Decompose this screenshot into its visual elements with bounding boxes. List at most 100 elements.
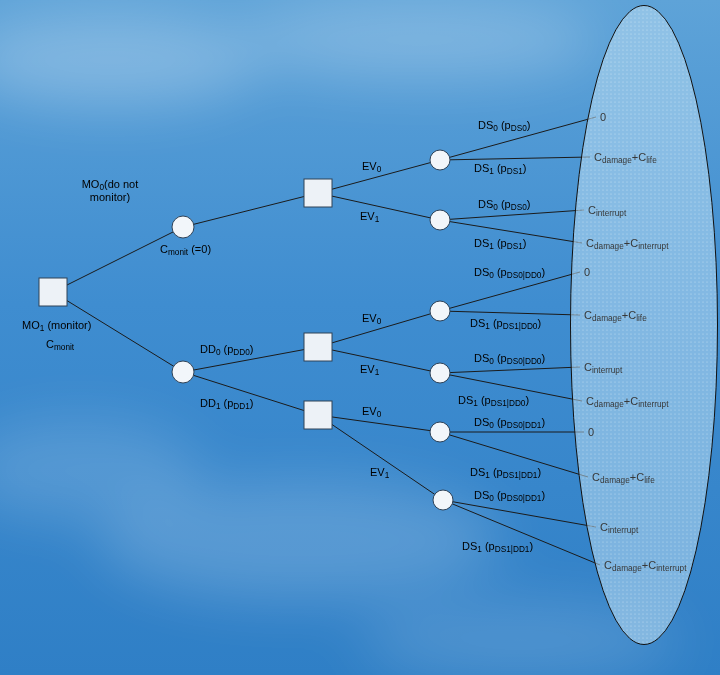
subscript: 1 [477, 545, 482, 554]
ellipse-outline [570, 5, 718, 645]
subscript: DS0|DD1 [507, 494, 542, 503]
branch-label: DS0 (pDS0) [478, 198, 530, 211]
outcome-value: Cdamage+Clife [594, 151, 657, 164]
decision-node [304, 401, 332, 429]
outcome-value: 0 [588, 426, 594, 439]
tree-branch [453, 502, 596, 527]
subscript: damage [594, 400, 624, 409]
outcome-value: Cdamage+Clife [584, 309, 647, 322]
tree-branch [450, 157, 590, 160]
outcome-value: Cinterrupt [588, 204, 626, 217]
cloud [240, 0, 600, 80]
branch-label: DS0 (pDS0|DD1) [474, 489, 545, 502]
tree-branch [450, 222, 582, 243]
subscript: damage [612, 564, 642, 573]
outcome-value: Cinterrupt [584, 361, 622, 374]
tree-branch [450, 311, 580, 315]
tree-branch [332, 350, 430, 371]
subscript: monit [168, 248, 188, 257]
subscript: 0 [493, 203, 498, 212]
branch-label: MO0(do not monitor) [70, 178, 150, 204]
outcome-value: Cdamage+Cinterrupt [586, 395, 668, 408]
subscript: interrupt [656, 564, 686, 573]
subscript: 1 [216, 402, 221, 411]
subscript: 0 [489, 421, 494, 430]
chance-node [433, 490, 453, 510]
subscript: 1 [485, 322, 490, 331]
outcome-value: Cinterrupt [600, 521, 638, 534]
chance-node [172, 216, 194, 238]
tree-branch [67, 301, 174, 367]
branch-label: DS1 (pDS1|DD0) [470, 317, 541, 330]
branch-label: DS0 (pDS0) [478, 119, 530, 132]
subscript: 0 [489, 271, 494, 280]
branch-label: DS0 (pDS0|DD0) [474, 266, 545, 279]
subscript: DD0 [233, 348, 250, 357]
outcome-value: Cdamage+Clife [592, 471, 655, 484]
tree-branch [450, 117, 596, 157]
branch-label: EV1 [370, 466, 389, 479]
subscript: damage [602, 156, 632, 165]
subscript: 0 [377, 317, 382, 326]
branch-label: EV0 [362, 160, 381, 173]
branch-label: DD1 (pDD1) [200, 397, 254, 410]
tree-branch [332, 196, 430, 218]
subscript: damage [592, 314, 622, 323]
subscript: DS1|DD0 [491, 399, 526, 408]
subscript: DS1|DD0 [503, 322, 538, 331]
subscript: 0 [377, 165, 382, 174]
subscript: monit [54, 343, 74, 352]
subscript: interrupt [638, 400, 668, 409]
subscript: 1 [489, 242, 494, 251]
subscript: interrupt [592, 366, 622, 375]
chance-node [430, 422, 450, 442]
outcome-value: Cdamage+Cinterrupt [604, 559, 686, 572]
ellipse-fill [571, 6, 718, 645]
subscript: 1 [473, 399, 478, 408]
chance-node [430, 210, 450, 230]
subscript: DS0|DD1 [507, 421, 542, 430]
tree-branch [193, 375, 304, 410]
chance-node [172, 361, 194, 383]
branch-label: DD0 (pDD0) [200, 343, 254, 356]
decision-node [304, 333, 332, 361]
decision-node [39, 278, 67, 306]
branch-label: Cmonit [46, 338, 74, 351]
subscript: 1 [385, 471, 390, 480]
subscript: DS1 [507, 167, 523, 176]
tree-branch [450, 272, 580, 308]
subscript: 0 [99, 183, 104, 192]
branch-label: DS1 (pDS1|DD1) [470, 466, 541, 479]
subscript: DS0|DD0 [507, 271, 542, 280]
tree-branch [452, 504, 600, 565]
subscript: life [644, 476, 655, 485]
subscript: 1 [485, 471, 490, 480]
branch-label: EV0 [362, 312, 381, 325]
branch-label: DS1 (pDS1) [474, 237, 526, 250]
tree-branch [332, 163, 430, 190]
subscript: 0 [493, 124, 498, 133]
subscript: 0 [489, 494, 494, 503]
subscript: damage [600, 476, 630, 485]
outcome-value: 0 [600, 111, 606, 124]
outcome-ellipse: 0Cdamage+ClifeCinterruptCdamage+Cinterru… [570, 5, 718, 645]
subscript: 0 [489, 357, 494, 366]
cloud [0, 420, 200, 520]
branch-label: DS0 (pDS0|DD0) [474, 352, 545, 365]
branch-label: DS0 (pDS0|DD1) [474, 416, 545, 429]
subscript: DD1 [233, 402, 250, 411]
branch-label: DS1 (pDS1) [474, 162, 526, 175]
subscript: damage [594, 242, 624, 251]
subscript: life [646, 156, 657, 165]
tree-branch [67, 232, 173, 285]
branch-label: EV0 [362, 405, 381, 418]
subscript: 1 [375, 368, 380, 377]
branch-label: MO1 (monitor) [22, 319, 91, 332]
branch-label: DS1 (pDS1|DD0) [458, 394, 529, 407]
subscript: DS0 [511, 124, 527, 133]
chance-node [430, 150, 450, 170]
tree-branch [332, 314, 430, 343]
subscript: 0 [216, 348, 221, 357]
chance-node [430, 363, 450, 383]
tree-branch [450, 432, 584, 433]
